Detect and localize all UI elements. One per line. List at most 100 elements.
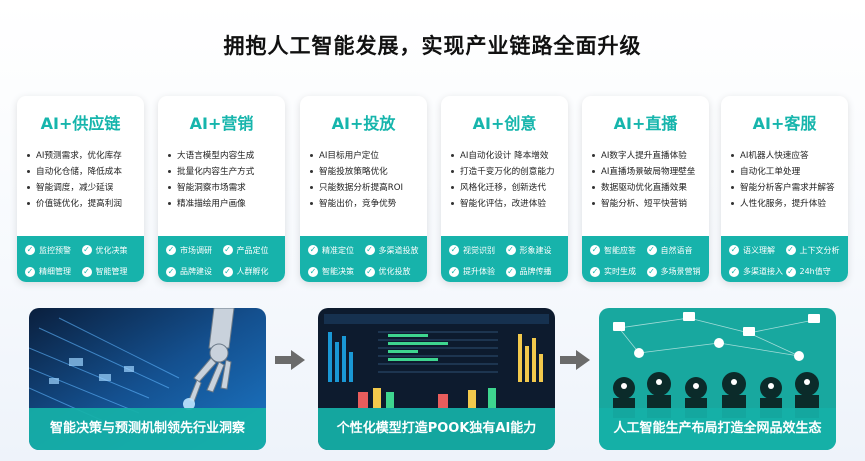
check-icon: ✓ bbox=[729, 245, 739, 255]
tag-label: 智能决策 bbox=[322, 267, 354, 276]
tag: ✓多渠道投放 bbox=[364, 243, 422, 257]
tag-label: 自然语音 bbox=[660, 245, 693, 255]
list-item: 数据驱动优化直播效果 bbox=[592, 180, 705, 196]
tag: ✓优化投放 bbox=[364, 265, 422, 279]
card-customer-service: AI+客服 AI机器人快速应答 自动化工单处理 智能分析客户需求并解答 人性化服… bbox=[721, 96, 848, 282]
page-title: 拥抱人工智能发展，实现产业链路全面升级 bbox=[223, 34, 642, 58]
tag-label: 24h值守 bbox=[799, 267, 831, 276]
list-item: 自动化仓储，降低成本 bbox=[27, 164, 140, 180]
list-item: AI直播场景破局物理壁垒 bbox=[592, 164, 705, 180]
panel-ecosystem: 人工智能生产布局打造全网品效生态 bbox=[599, 308, 836, 450]
card-ad-delivery: AI+投放 AI目标用户定位 智能投放策略优化 只能数据分析提高ROI 智能出价… bbox=[300, 96, 427, 282]
check-icon: ✓ bbox=[81, 266, 92, 277]
feature-cards: AI+供应链 AI预测需求，优化库存 自动化仓储，降低成本 智能调度，减少延误 … bbox=[17, 96, 848, 282]
card-tags: ✓精准定位 ✓多渠道投放 ✓智能决策 ✓优化投放 bbox=[300, 236, 427, 282]
arrow-right-icon bbox=[275, 350, 305, 370]
check-icon: ✓ bbox=[166, 266, 176, 277]
check-icon: ✓ bbox=[222, 245, 233, 255]
check-icon: ✓ bbox=[166, 245, 176, 255]
tag: ✓智能管理 bbox=[81, 265, 139, 279]
tag-label: 品牌传播 bbox=[519, 267, 552, 276]
check-icon: ✓ bbox=[646, 266, 657, 277]
image-panels: 智能决策与预测机制领先行业洞察 bbox=[29, 308, 836, 450]
tag: ✓ 提升体验 bbox=[449, 265, 506, 279]
check-icon: ✓ bbox=[646, 245, 657, 255]
tag: ✓产品定位 bbox=[222, 243, 280, 257]
tag: ✓智能应答 bbox=[590, 243, 647, 257]
panel-caption: 智能决策与预测机制领先行业洞察 bbox=[29, 408, 266, 450]
tag-label: 优化决策 bbox=[95, 245, 128, 255]
check-icon: ✓ bbox=[222, 266, 233, 277]
tag: ✓24h值守 bbox=[785, 265, 843, 279]
tag-label: 形象建设 bbox=[519, 245, 552, 255]
panel-model: 个性化模型打造POOK独有AI能力 bbox=[318, 308, 555, 450]
list-item: 风格化迁移，创新迭代 bbox=[451, 180, 564, 196]
tag-label: 提升体验 bbox=[463, 267, 495, 276]
tag: ✓人群孵化 bbox=[222, 265, 280, 279]
card-list: AI数字人提升直播体验 AI直播场景破局物理壁垒 数据驱动优化直播效果 智能分析… bbox=[592, 148, 705, 212]
card-tags: ✓ 市场调研 ✓产品定位 ✓ 品牌建设 ✓人群孵化 bbox=[158, 236, 285, 282]
card-tags: ✓视觉识别 ✓形象建设 ✓提升体验 ✓品牌传播 bbox=[441, 236, 568, 282]
list-item: 智能化评估，改进体验 bbox=[451, 196, 564, 212]
list-item: 智能出价，竞争优势 bbox=[310, 196, 423, 212]
tag: ✓多渠道接入 bbox=[729, 265, 786, 279]
list-item: AI预测需求，优化库存 bbox=[27, 148, 140, 164]
tag: ✓优化决策 bbox=[81, 243, 139, 257]
tag: ✓ 语义理解 bbox=[729, 243, 786, 257]
tag-label: 优化投放 bbox=[378, 267, 411, 276]
tag-label: 监控预警 bbox=[39, 245, 71, 255]
tag: ✓ 市场调研 bbox=[166, 243, 223, 257]
card-list: AI机器人快速应答 自动化工单处理 智能分析客户需求并解答 人性化服务，提升体验 bbox=[731, 148, 844, 212]
list-item: 大语言模型内容生成 bbox=[168, 148, 281, 164]
card-list: AI自动化设计 降本增效 打造千变万化的创意能力 风格化迁移，创新迭代 智能化评… bbox=[451, 148, 564, 212]
check-icon: ✓ bbox=[25, 266, 35, 277]
tag: ✓形象建设 bbox=[505, 243, 563, 257]
list-item: 打造千变万化的创意能力 bbox=[451, 164, 564, 180]
tag: ✓品牌传播 bbox=[505, 265, 563, 279]
tag: ✓ 智能决策 bbox=[308, 265, 365, 279]
list-item: AI数字人提升直播体验 bbox=[592, 148, 705, 164]
check-icon: ✓ bbox=[308, 266, 318, 277]
card-tags: ✓智能应答 ✓自然语音 ✓实时生成 ✓多场景营销 bbox=[582, 236, 709, 282]
tag-label: 多场景营销 bbox=[660, 267, 701, 276]
check-icon: ✓ bbox=[308, 245, 318, 255]
card-title: AI+营销 bbox=[189, 114, 254, 133]
panel-caption: 人工智能生产布局打造全网品效生态 bbox=[599, 408, 836, 450]
tag: ✓ 精准定位 bbox=[308, 243, 365, 257]
list-item: 价值链优化，提高利润 bbox=[27, 196, 140, 212]
card-title: AI+创意 bbox=[472, 114, 537, 133]
tag-label: 多渠道投放 bbox=[378, 245, 419, 255]
card-tags: ✓ 语义理解 ✓上下文分析 ✓多渠道接入 ✓24h值守 bbox=[721, 236, 848, 282]
tag: ✓视觉识别 bbox=[449, 243, 506, 257]
tag-label: 品牌建设 bbox=[180, 267, 212, 276]
list-item: 只能数据分析提高ROI bbox=[310, 180, 423, 196]
card-creative: AI+创意 AI自动化设计 降本增效 打造千变万化的创意能力 风格化迁移，创新迭… bbox=[441, 96, 568, 282]
check-icon: ✓ bbox=[25, 245, 35, 255]
check-icon: ✓ bbox=[505, 266, 516, 277]
tag: ✓上下文分析 bbox=[785, 243, 843, 257]
list-item: 人性化服务，提升体验 bbox=[731, 196, 844, 212]
list-item: 智能分析客户需求并解答 bbox=[731, 180, 844, 196]
card-title: AI+投放 bbox=[331, 114, 396, 133]
tag-label: 市场调研 bbox=[180, 245, 212, 255]
arrow-right-icon bbox=[560, 350, 590, 370]
check-icon: ✓ bbox=[449, 245, 459, 255]
tag-label: 精准定位 bbox=[322, 245, 354, 255]
list-item: AI自动化设计 降本增效 bbox=[451, 148, 564, 164]
tag: ✓多场景营销 bbox=[646, 265, 704, 279]
check-icon: ✓ bbox=[590, 266, 600, 277]
card-list: 大语言模型内容生成 批量化内容生产方式 智能洞察市场需求 精准描绘用户画像 bbox=[168, 148, 281, 212]
check-icon: ✓ bbox=[364, 266, 375, 277]
list-item: 自动化工单处理 bbox=[731, 164, 844, 180]
card-title: AI+客服 bbox=[752, 114, 817, 133]
tag-label: 智能应答 bbox=[604, 245, 636, 255]
check-icon: ✓ bbox=[81, 245, 92, 255]
card-list: AI目标用户定位 智能投放策略优化 只能数据分析提高ROI 智能出价，竞争优势 bbox=[310, 148, 423, 212]
list-item: AI机器人快速应答 bbox=[731, 148, 844, 164]
list-item: 智能投放策略优化 bbox=[310, 164, 423, 180]
card-live-stream: AI+直播 AI数字人提升直播体验 AI直播场景破局物理壁垒 数据驱动优化直播效… bbox=[582, 96, 709, 282]
check-icon: ✓ bbox=[449, 266, 459, 277]
tag-label: 语义理解 bbox=[743, 245, 775, 255]
list-item: 批量化内容生产方式 bbox=[168, 164, 281, 180]
tag-label: 智能管理 bbox=[95, 267, 128, 276]
